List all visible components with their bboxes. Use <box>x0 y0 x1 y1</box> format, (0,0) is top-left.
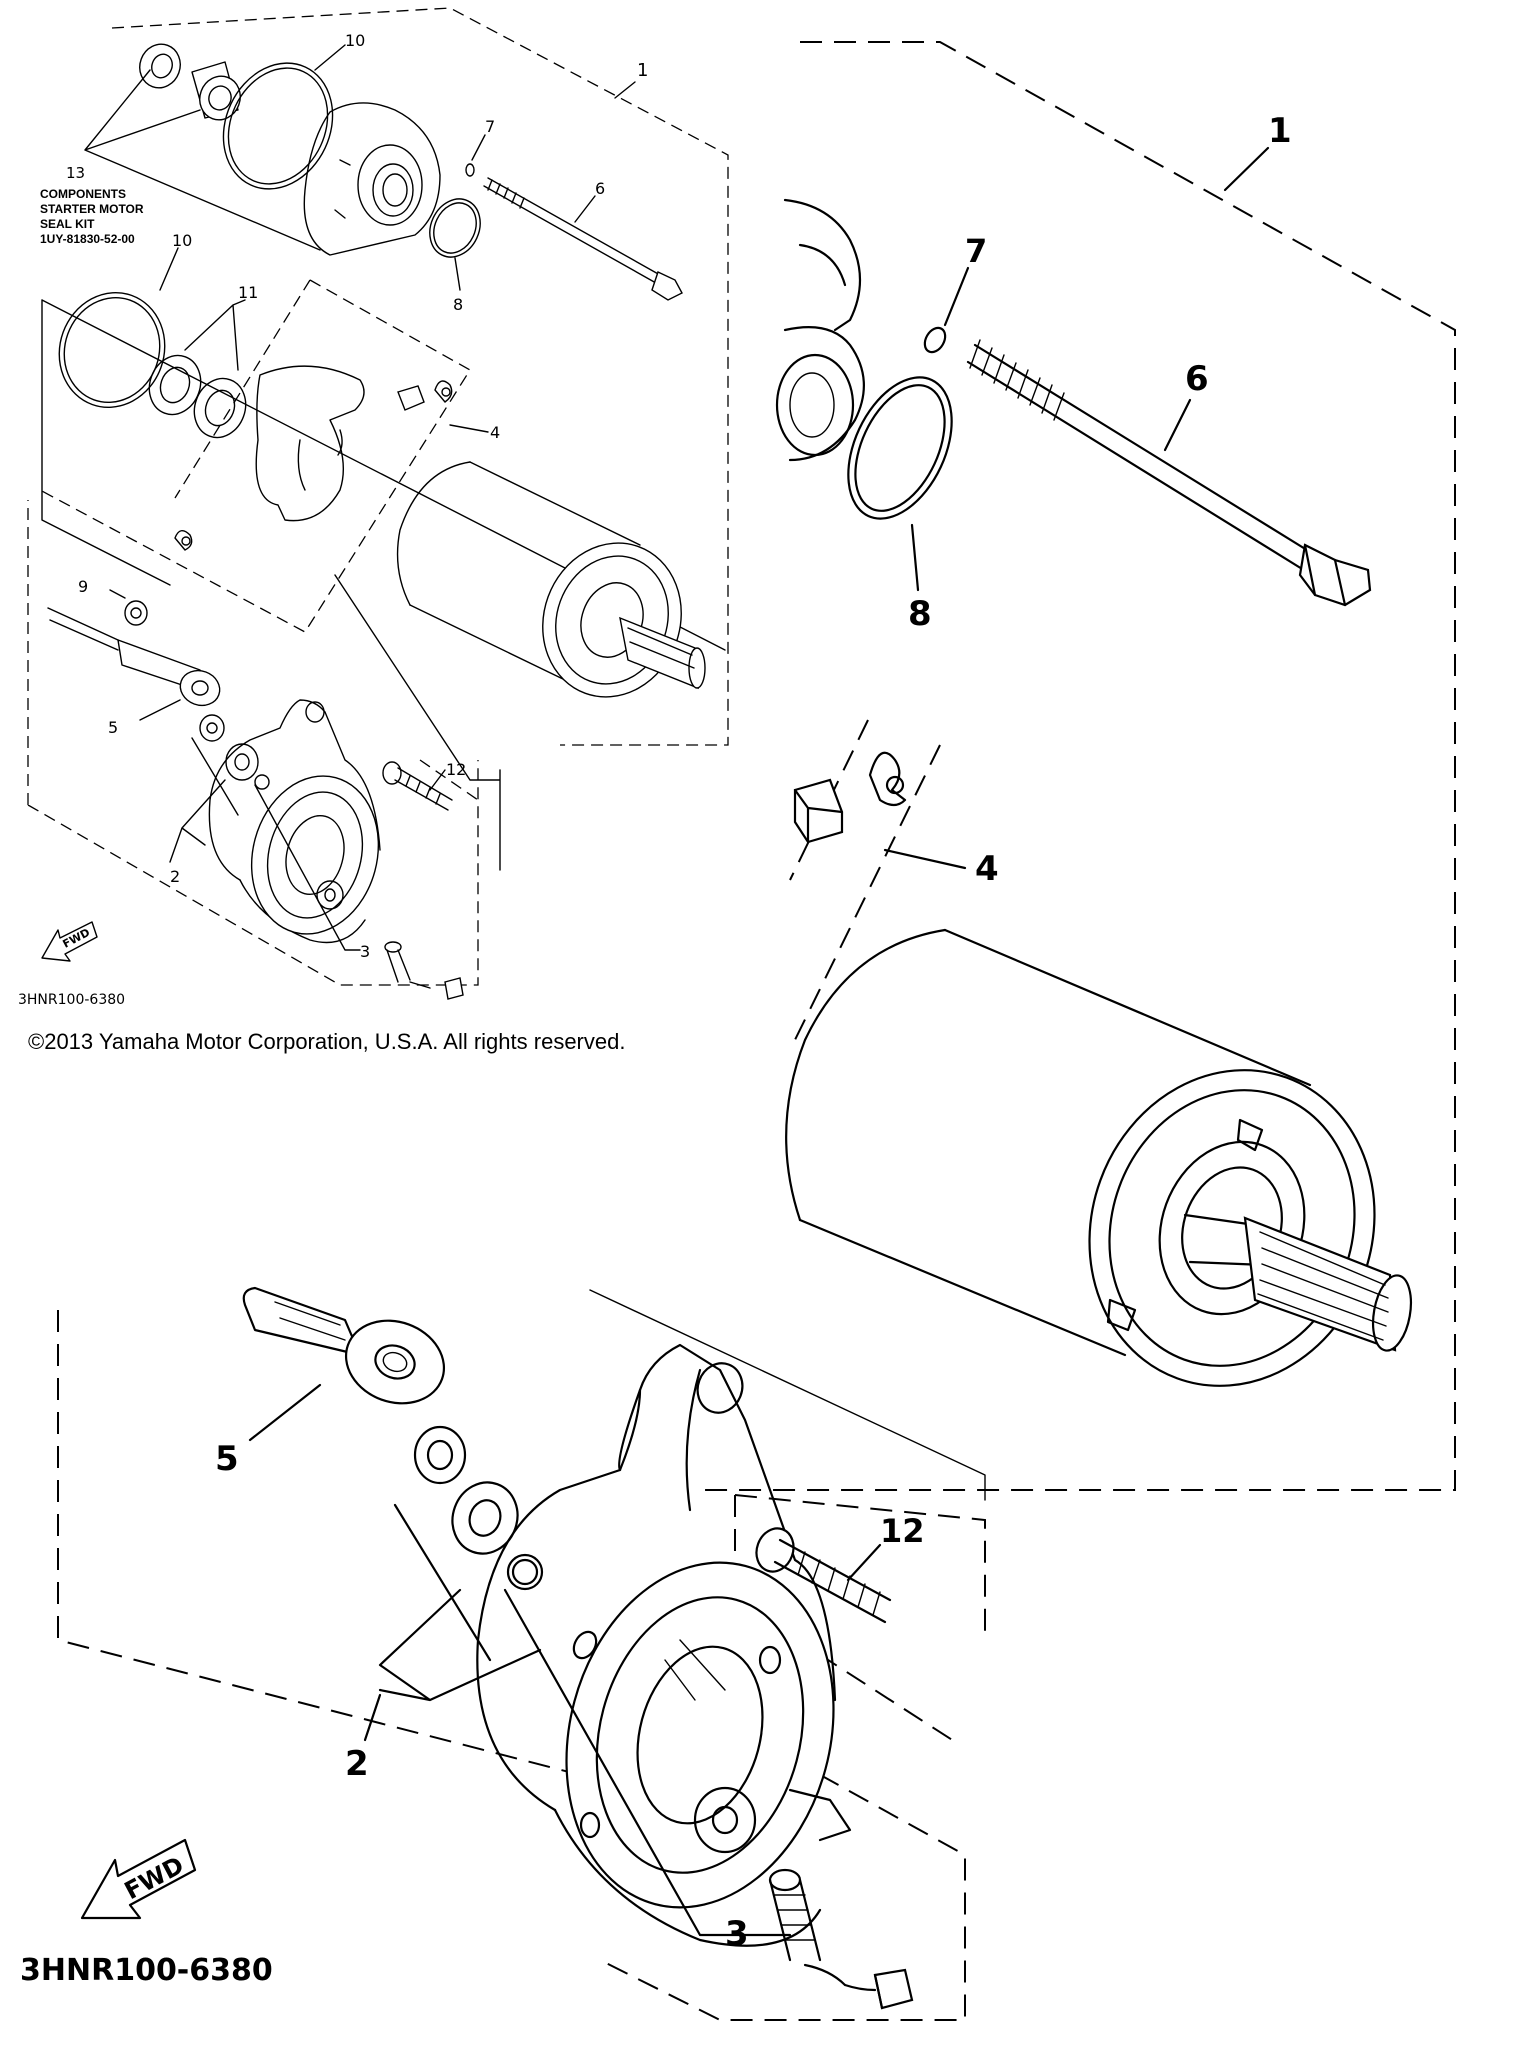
callout-3-leader <box>503 1588 792 1937</box>
callout-7-leader-small <box>471 134 486 161</box>
callout-5-leader <box>248 1383 322 1442</box>
o-ring-10-top-small <box>222 62 334 190</box>
brush-lead-small <box>384 941 464 1000</box>
through-bolt-6-large <box>966 339 1372 607</box>
drawing-code-small: 3HNR100-6380 <box>18 992 125 1008</box>
brush-lead-large <box>768 1868 914 2010</box>
o-ring-10-left-small <box>58 291 166 409</box>
rear-cover-small <box>199 699 381 944</box>
yoke-small <box>396 461 706 698</box>
brush-spring-large <box>868 751 907 807</box>
callout-12-leader <box>846 1543 882 1582</box>
washers-11-small <box>148 354 247 439</box>
copyright-notice: ©2013 Yamaha Motor Corporation, U.S.A. A… <box>28 1029 625 1054</box>
front-cover-small <box>303 102 441 256</box>
washer-stack-large <box>413 1425 544 1591</box>
callout-2-bracket <box>378 1503 542 1702</box>
callout-2-leader <box>363 1693 382 1742</box>
callout-2-label-small: 2 <box>170 867 180 886</box>
assembly-1-boundary-small <box>27 7 729 986</box>
terminal-lead-5-small <box>47 600 221 707</box>
callout-8-label-small: 8 <box>453 295 463 314</box>
callout-10-label-top: 10 <box>345 31 365 50</box>
callout-10-label-left: 10 <box>172 231 192 250</box>
brush-holder-boundary-large <box>789 719 941 1051</box>
callout-4-leader-small <box>449 424 489 433</box>
callout-6-label-small: 6 <box>595 179 605 198</box>
fwd-label-large: FWD <box>120 1851 189 1905</box>
callout-8-label-large: 8 <box>908 594 932 634</box>
callout-12-label-large: 12 <box>880 1512 925 1550</box>
callout-10-leader-top <box>314 44 346 71</box>
callout-6-label-large: 6 <box>1185 359 1209 399</box>
callout-6-leader <box>1163 398 1192 452</box>
callout-1-label-large: 1 <box>1268 111 1292 151</box>
brush-small-parts <box>174 380 453 551</box>
kit-note-line4: 1UY-81830-52-00 <box>40 232 135 246</box>
o-ring-7-small <box>465 163 475 177</box>
yoke-assembly-large <box>785 928 1413 1387</box>
callout-7-label-large: 7 <box>965 232 987 270</box>
callout-9-leader-small <box>109 589 126 599</box>
callout-5-label-small: 5 <box>108 718 118 737</box>
lower-assembly-boundary-large <box>57 1310 966 2021</box>
callout-2-bracket-small <box>169 737 239 863</box>
fwd-arrow-small: FWD <box>41 921 98 962</box>
callout-11-bracket <box>184 299 246 371</box>
brush-holder-boundary-small <box>39 279 471 633</box>
callout-5-leader-small <box>139 699 181 721</box>
callout-8-leader <box>910 523 920 592</box>
frame-lines-small <box>41 299 726 871</box>
callout-3-leader-small <box>254 784 361 951</box>
callout-4-label-small: 4 <box>490 423 500 442</box>
fwd-arrow-large: FWD <box>80 1838 197 1920</box>
o-ring-8-large <box>847 376 953 520</box>
callout-10-leader-left <box>159 247 179 291</box>
kit-note-line3: SEAL KIT <box>40 217 95 231</box>
callout-3-label-small: 3 <box>360 942 370 961</box>
callout-1-leader-small <box>614 81 636 99</box>
o-ring-8-small <box>429 198 481 258</box>
callout-8-leader-small <box>454 257 461 291</box>
drawing-code-large: 3HNR100-6380 <box>20 1953 273 1988</box>
callout-7-label-small: 7 <box>485 117 495 136</box>
overview-view: 1 10 7 8 <box>18 7 729 1054</box>
callout-13-label: 13 <box>66 164 85 182</box>
callout-12-label-small: 12 <box>446 760 466 779</box>
leader-line-lower-frame <box>589 1289 986 1501</box>
rear-cover-large <box>476 1343 852 1947</box>
kit-note-line2: STARTER MOTOR <box>40 202 144 216</box>
oil-seal-small <box>139 43 181 89</box>
callout-13-leader <box>84 69 321 251</box>
bolt-12-small <box>382 761 453 811</box>
bolt-12-large <box>755 1527 892 1624</box>
callout-1-leader <box>1223 146 1270 192</box>
bearing-small <box>191 61 241 121</box>
callout-1-label-small: 1 <box>637 60 648 81</box>
through-bolt-6-small <box>483 177 683 301</box>
callout-2-label-large: 2 <box>345 1744 369 1784</box>
callout-5-label-large: 5 <box>215 1439 239 1479</box>
assembly-1-boundary-large <box>700 41 1456 1491</box>
brush-plate-small <box>255 365 365 522</box>
kit-note-line1: COMPONENTS <box>40 187 126 201</box>
callout-3-label-large: 3 <box>725 1914 749 1954</box>
callout-11-label-small: 11 <box>238 283 258 302</box>
callout-9-label-small: 9 <box>78 577 88 596</box>
callout-6-leader-small <box>574 195 596 223</box>
terminal-lead-5-large <box>242 1286 446 1405</box>
callout-4-leader <box>883 848 967 870</box>
callout-12-leader-small <box>429 769 446 791</box>
callout-7-leader <box>943 266 970 327</box>
brush-large <box>793 778 844 844</box>
callout-4-label-large: 4 <box>975 849 999 889</box>
enlarged-view: 1 8 7 6 <box>20 41 1456 2021</box>
o-ring-7-large <box>923 326 947 354</box>
front-cover-fragment-large <box>775 198 865 462</box>
